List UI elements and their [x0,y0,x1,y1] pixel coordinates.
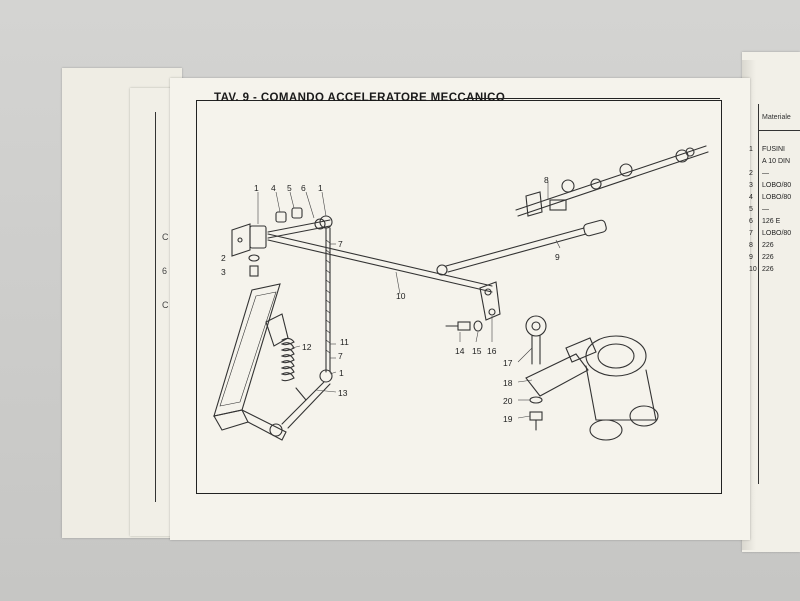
callout-number: 7 [338,239,343,249]
callout-number: 9 [555,252,560,262]
callout-number: 14 [455,346,465,356]
table-row-material: LOBO/80 [762,194,792,201]
table-rule [758,130,800,131]
callout-number: 2 [221,253,226,263]
accelerator-pedal [213,283,289,441]
page-title: TAV. 9 - COMANDO ACCELERATORE MECCANICO [214,92,506,104]
upper-lever-assembly [231,207,333,257]
spring-12 [280,337,295,382]
rod-10 [267,233,493,293]
table-row-material: LOBO/80 [762,230,792,237]
callout-number: 20 [503,396,513,406]
table-row-number: 9 [749,254,753,261]
table-row-material: — [762,170,769,177]
threaded-rod-11 [325,227,331,373]
table-row-material: 226 [762,266,774,273]
callout-number: 15 [472,346,482,356]
callout-number: 12 [302,342,312,352]
table-row-material: LOBO/80 [762,182,792,189]
callout-number: 8 [544,175,549,185]
underlying-page-mark: 6 [162,266,168,276]
callout-number: 1 [254,183,259,193]
table-row-material: 126 E [762,218,781,225]
lever-16 [445,281,501,332]
underlying-page-mark: C [162,232,169,242]
underlying-page-frame [155,112,166,502]
table-row-number: 5 [749,206,753,213]
table-row-material: A 10 DIN [762,158,791,165]
callout-number: 1 [318,183,323,193]
callout-number: 6 [301,183,306,193]
table-row-number: 2 [749,170,753,177]
carburetor-bracket-18 [525,335,659,441]
table-row-material: 226 [762,242,774,249]
callout-number: 1 [339,368,344,378]
exploded-assembly-drawing [213,145,709,441]
lower-lever-13 [269,369,333,437]
title-bar: TAV. 9 - COMANDO ACCELERATORE MECCANICO [196,88,720,108]
underlying-page-mark: C [162,300,169,310]
table-row-number: 4 [749,194,753,201]
table-row-number: 1 [749,146,753,153]
callout-number: 5 [287,183,292,193]
title-rule [464,98,720,99]
table-row-number: 7 [749,230,753,237]
table-row-material: — [762,206,769,213]
table-row-number: 3 [749,182,753,189]
callout-number: 16 [487,346,497,356]
throttle-linkage-8 [515,145,709,217]
callout-number: 17 [503,358,513,368]
callout-number: 18 [503,378,513,388]
table-row-material: FUSINI [762,146,785,153]
callout-leaders [257,182,561,419]
table-column-divider [758,104,759,484]
callout-number: 10 [396,291,406,301]
table-header: Materiale [762,114,791,121]
drawing-frame [196,100,722,494]
rod-9 [436,219,607,276]
ball-joint-17 [525,315,547,365]
table-row-number: 10 [749,266,757,273]
main-page [170,78,750,540]
bolt-2-3 [248,254,260,277]
callout-number: 4 [271,183,276,193]
table-row-material: 226 [762,254,774,261]
table-row-number: 8 [749,242,753,249]
screw-19-washer-20 [529,396,543,431]
callout-number: 19 [503,414,513,424]
callout-number: 7 [338,351,343,361]
callout-number: 3 [221,267,226,277]
callout-number: 11 [340,337,349,347]
table-row-number: 6 [749,218,753,225]
callout-number: 13 [338,388,348,398]
